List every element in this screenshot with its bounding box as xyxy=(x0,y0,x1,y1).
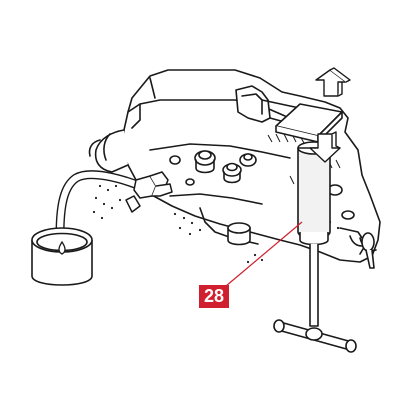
t-handle xyxy=(273,319,357,353)
step-leader-line xyxy=(225,221,303,287)
piston-retraction-tool xyxy=(275,103,343,327)
brake-caliper xyxy=(88,69,381,269)
fluid-drop xyxy=(58,240,66,255)
fluid-container xyxy=(31,227,93,286)
bleed-nipple-fitting xyxy=(125,171,173,213)
step-number-badge: 28 xyxy=(199,285,229,308)
direction-arrow-down xyxy=(309,131,341,163)
direction-arrow-up xyxy=(315,67,351,97)
bleed-hose xyxy=(55,170,145,240)
